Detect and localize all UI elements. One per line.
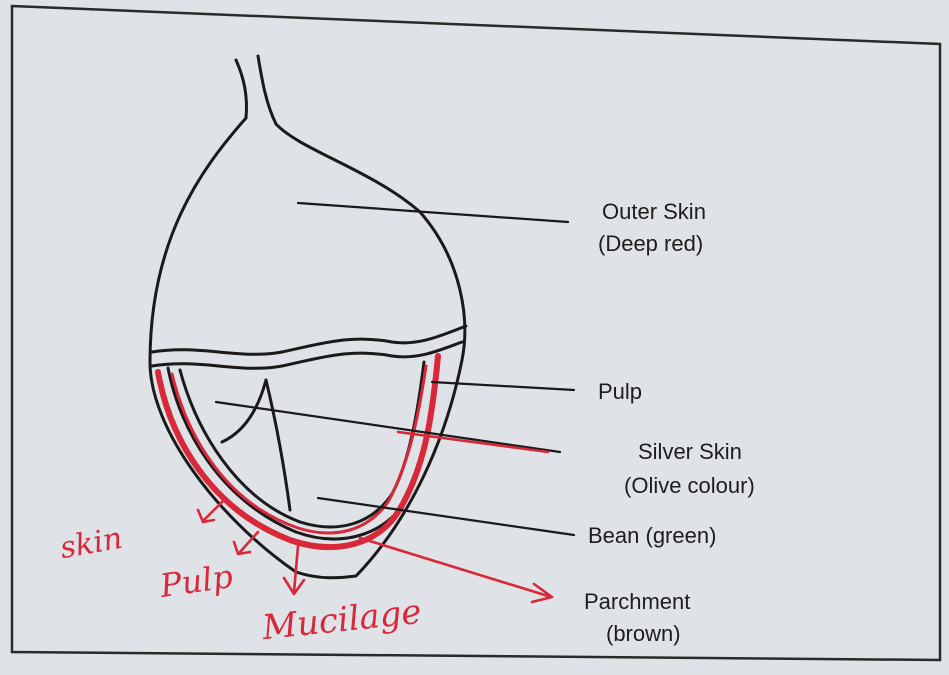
label-silver-skin-note: (Olive colour) xyxy=(624,472,755,500)
label-outer-skin: Outer Skin xyxy=(602,198,706,226)
label-parchment: Parchment xyxy=(584,588,690,616)
label-silver-skin: Silver Skin xyxy=(638,438,742,466)
label-bean: Bean (green) xyxy=(588,522,716,550)
label-outer-skin-note: (Deep red) xyxy=(598,230,703,258)
label-parchment-note: (brown) xyxy=(606,620,681,648)
label-pulp: Pulp xyxy=(598,378,642,406)
